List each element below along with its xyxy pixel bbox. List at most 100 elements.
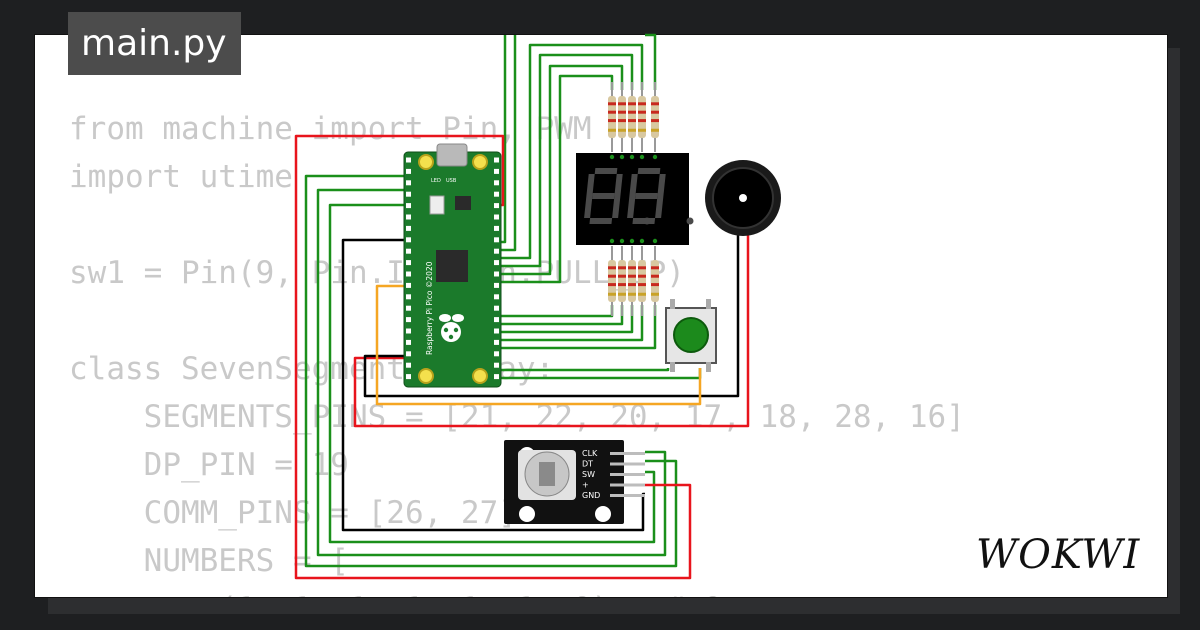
- display-pin: [652, 154, 658, 160]
- button-wire: [375, 284, 702, 406]
- resistor-band: [628, 283, 636, 287]
- pin: [406, 351, 411, 357]
- pin: [494, 271, 499, 277]
- segment: [594, 168, 618, 174]
- pin: [406, 317, 411, 323]
- display-pin: [619, 154, 625, 160]
- resistor-band: [618, 292, 626, 296]
- pin: [406, 168, 411, 174]
- pin: [494, 362, 499, 368]
- segment: [614, 174, 623, 196]
- pin: [494, 191, 499, 197]
- pin: [406, 214, 411, 220]
- code-line: NUMBERS = [: [69, 543, 349, 579]
- encoder-wires: [304, 174, 678, 568]
- display-pin: [609, 238, 615, 244]
- resistor-band: [628, 119, 636, 123]
- display-top-wires: [500, 33, 657, 284]
- segment: [629, 174, 638, 196]
- resistor: [628, 260, 636, 302]
- segment: [632, 218, 656, 224]
- pin: [406, 180, 411, 186]
- display-pin: [652, 238, 658, 244]
- encoder-knob[interactable]: [539, 462, 555, 486]
- resistor-band: [608, 283, 616, 287]
- display-pin: [609, 154, 615, 160]
- resistor-band: [618, 119, 626, 123]
- pin: [494, 282, 499, 288]
- encoder-pin-label: GND: [582, 491, 600, 500]
- segment: [655, 196, 664, 218]
- rp2040-chip: [436, 250, 468, 282]
- segment: [586, 174, 595, 196]
- file-tab[interactable]: main.py: [68, 12, 241, 75]
- pin: [406, 248, 411, 254]
- resistor-band: [608, 102, 616, 106]
- segment: [635, 193, 658, 199]
- resistor-band: [651, 292, 659, 296]
- resistor: [618, 96, 626, 138]
- code-line: COMM_PINS = [26, 27]: [69, 495, 517, 531]
- pico-board[interactable]: Raspberry Pi Pico ©2020 LED USB: [403, 143, 502, 388]
- segment: [592, 193, 615, 199]
- code-line: (1, 1, 1, 1, 1, 1, 0), # 0: [69, 585, 965, 597]
- resistor-band: [638, 266, 646, 270]
- button-cap[interactable]: [673, 317, 709, 353]
- pin: [406, 294, 411, 300]
- pin: [406, 305, 411, 311]
- encoder-pin: [610, 473, 645, 476]
- resistor-band: [608, 119, 616, 123]
- encoder-pin-label: CLK: [582, 449, 598, 458]
- encoder-pin-label: +: [582, 481, 589, 490]
- pin: [494, 351, 499, 357]
- resistor-band: [608, 128, 616, 132]
- segment: [612, 196, 621, 218]
- resistor-band: [608, 274, 616, 278]
- pin: [494, 203, 499, 209]
- segment: [627, 196, 636, 218]
- pin: [494, 317, 499, 323]
- pin: [494, 168, 499, 174]
- resistor-band: [608, 292, 616, 296]
- pin: [494, 248, 499, 254]
- power-wires: [294, 134, 750, 580]
- resistor-band: [618, 128, 626, 132]
- pin: [494, 339, 499, 345]
- pin: [494, 180, 499, 186]
- resistor-band: [608, 266, 616, 270]
- resistor: [618, 260, 626, 302]
- resistor-band: [628, 274, 636, 278]
- buzzer: [705, 160, 781, 236]
- resistor-band: [651, 266, 659, 270]
- flash-chip: [455, 196, 471, 210]
- pin: [494, 374, 499, 380]
- bootsel-button[interactable]: [429, 195, 445, 215]
- board-model-label: Raspberry Pi Pico ©2020: [425, 261, 434, 355]
- resistor-band: [638, 119, 646, 123]
- resistor-band: [618, 274, 626, 278]
- pin: [406, 339, 411, 345]
- pin: [494, 225, 499, 231]
- resistor: [608, 260, 616, 302]
- mount-hole: [418, 154, 434, 170]
- pin: [494, 157, 499, 163]
- resistor-band: [628, 292, 636, 296]
- pin: [406, 157, 411, 163]
- resistor: [638, 96, 646, 138]
- pin: [494, 237, 499, 243]
- resistor-band: [638, 128, 646, 132]
- push-button[interactable]: [665, 299, 717, 372]
- resistor-band: [628, 102, 636, 106]
- pin: [406, 328, 411, 334]
- display-pin: [619, 238, 625, 244]
- mount-hole: [472, 154, 488, 170]
- mount-hole: [418, 368, 434, 384]
- brand-label: WOKWI: [976, 532, 1140, 578]
- pin: [406, 260, 411, 266]
- pin: [406, 203, 411, 209]
- usb-label: USB: [446, 178, 457, 184]
- pin: [406, 271, 411, 277]
- pin: [406, 282, 411, 288]
